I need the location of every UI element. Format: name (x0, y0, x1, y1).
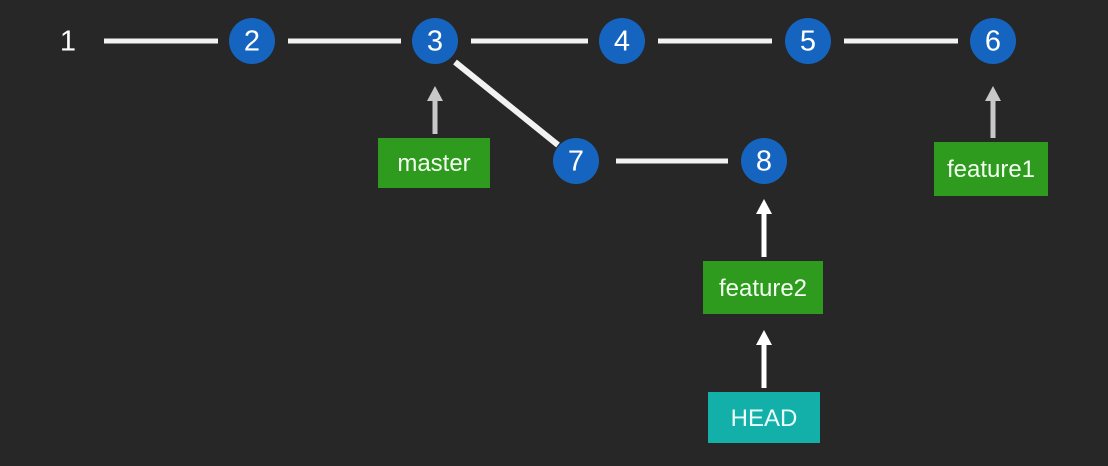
pointer-arrow-feature2-to-c8 (756, 199, 772, 257)
branch-box-feature1[interactable] (934, 142, 1048, 196)
pointer-arrow-master-to-c3 (427, 86, 443, 134)
pointer-head-icon (756, 199, 772, 214)
pointer-arrow-feature1-to-c6 (985, 86, 1001, 138)
commit-node-layer (229, 18, 1016, 184)
pointer-head-icon (427, 86, 443, 101)
pointer-head-icon (756, 330, 772, 345)
pointer-layer (427, 86, 1001, 388)
commit-node-3[interactable] (599, 18, 645, 64)
commit-node-7[interactable] (741, 138, 787, 184)
pointer-head-icon (985, 86, 1001, 101)
branch-box-feature2[interactable] (703, 261, 823, 314)
commit-node-6[interactable] (553, 138, 599, 184)
commit-node-1[interactable] (229, 18, 275, 64)
commit-node-5[interactable] (970, 18, 1016, 64)
commit-node-2[interactable] (412, 18, 458, 64)
pointer-arrow-head-to-feature2 (756, 330, 772, 388)
edge-c3-c7 (453, 59, 560, 148)
head-box[interactable] (708, 392, 820, 443)
commit-node-4[interactable] (785, 18, 831, 64)
edge-layer (104, 38, 958, 164)
branch-box-master[interactable] (378, 138, 490, 188)
ref-box-layer (378, 138, 1048, 443)
